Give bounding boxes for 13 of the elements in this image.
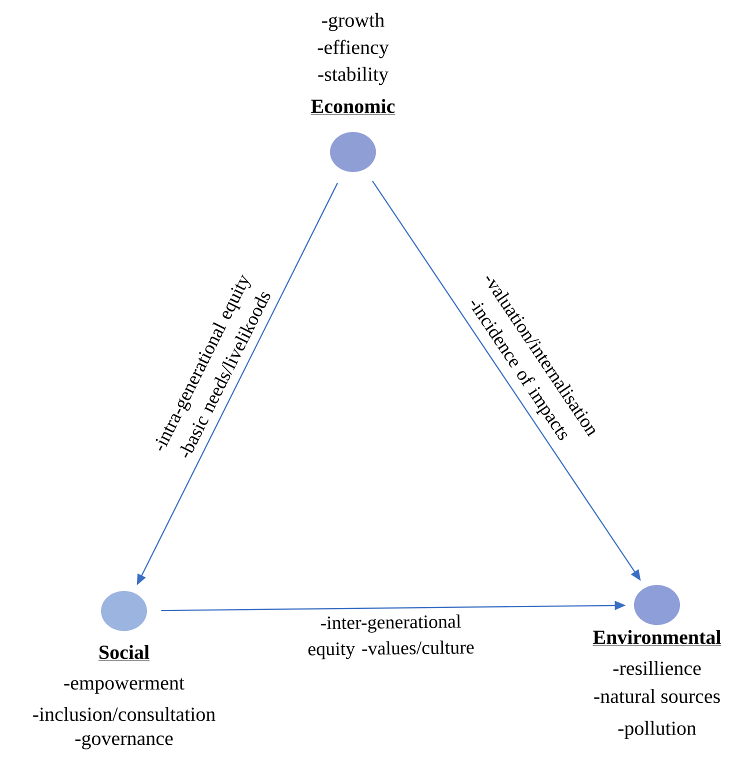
list-item: -resillience [613,660,701,676]
list-item: -inclusion/consultation [33,706,216,722]
edge-label: -inter-generational equity -values/culture [308,614,474,660]
list-item: -governance [75,734,173,750]
heading: Environmental [592,630,722,646]
heading: Social [98,644,150,661]
heading: Economic [310,98,396,115]
list-item: -stability [318,66,388,86]
list-item: -natural sources [594,688,720,704]
list-item: -effiency [318,40,389,58]
list-item: -growth [322,12,384,32]
list-item: -empowerment [64,678,184,694]
list-item: -pollution [618,720,696,740]
